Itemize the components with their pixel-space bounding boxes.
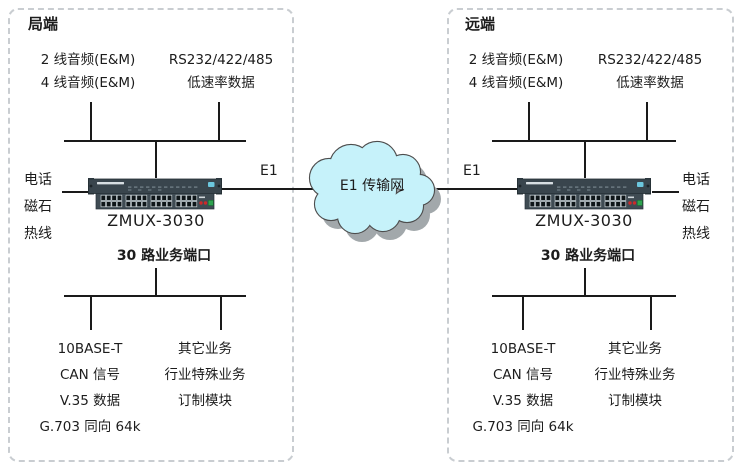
connector-line (584, 140, 586, 178)
green-connector-icon (637, 199, 643, 206)
connector-line (646, 102, 648, 140)
remote-data-group: 10BASE-T CAN 信号 V.35 数据 G.703 同向 64k (453, 336, 593, 440)
label-rs232: RS232/422/485 (597, 52, 703, 68)
label-custom-modules: 订制模块 (178, 393, 232, 409)
cloud-label: E1 传输网 (339, 178, 405, 194)
screw-icon (518, 184, 522, 188)
label-magneto: 磁石 (24, 199, 52, 215)
e1-label-remote: E1 (463, 163, 481, 179)
label-low-speed-data: 低速率数据 (616, 75, 684, 91)
local-data-group: 10BASE-T CAN 信号 V.35 数据 G.703 同向 64k (20, 336, 160, 440)
rj45-port-cluster (529, 194, 627, 208)
local-other-group: 其它业务 行业特殊业务 订制模块 (143, 336, 267, 414)
label-audio-4wire: 4 线音频(E&M) (468, 75, 564, 91)
connector-line (650, 295, 652, 330)
connector-line (220, 295, 222, 330)
ports-label-remote: 30 路业务端口 (540, 248, 636, 264)
label-can: CAN 信号 (59, 367, 121, 383)
panel-local-title: 局端 (28, 15, 59, 33)
panel-print (199, 196, 205, 199)
connector-line (584, 268, 586, 295)
led-red-icon (199, 201, 203, 205)
device-name-remote: ZMUX-3030 (535, 211, 633, 230)
connector-line (62, 191, 88, 193)
connector-line (64, 295, 246, 297)
ports-label-local: 30 路业务端口 (116, 248, 212, 264)
label-audio-4wire: 4 线音频(E&M) (40, 75, 136, 91)
panel-local (8, 8, 294, 462)
connector-line (155, 268, 157, 295)
brand-logo-icon (208, 182, 215, 187)
label-hotline: 热线 (24, 226, 52, 242)
connector-line (90, 102, 92, 140)
connector-line (218, 102, 220, 140)
e1-label-local: E1 (260, 163, 278, 179)
local-audio-group: 2 线音频(E&M) 4 线音频(E&M) (28, 49, 148, 95)
label-low-speed-data: 低速率数据 (187, 75, 255, 91)
remote-audio-group: 2 线音频(E&M) 4 线音频(E&M) (454, 49, 578, 95)
screw-icon (646, 184, 650, 188)
label-hotline: 热线 (682, 226, 710, 242)
connector-line (90, 295, 92, 330)
label-telephone: 电话 (682, 172, 710, 188)
screw-icon (89, 184, 93, 188)
label-g703: G.703 同向 64k (39, 419, 141, 435)
connector-line (492, 295, 676, 297)
local-serial-group: RS232/422/485 低速率数据 (158, 49, 284, 95)
remote-phone-group: 电话 磁石 热线 (682, 167, 710, 248)
e1-link-line (222, 188, 320, 190)
panel-print (97, 182, 124, 185)
label-audio-2wire: 2 线音频(E&M) (40, 52, 136, 68)
label-can: CAN 信号 (492, 367, 554, 383)
label-industry-services: 行业特殊业务 (164, 367, 246, 383)
green-connector-icon (208, 199, 214, 206)
label-other-services: 其它业务 (178, 341, 232, 357)
label-audio-2wire: 2 线音频(E&M) (468, 52, 564, 68)
remote-serial-group: RS232/422/485 低速率数据 (587, 49, 713, 95)
screw-icon (217, 184, 221, 188)
led-red-icon (632, 201, 637, 205)
e1-link-line (424, 188, 517, 190)
label-v35: V.35 数据 (492, 393, 554, 409)
led-red-icon (628, 201, 632, 205)
label-telephone: 电话 (24, 172, 52, 188)
device-name-local: ZMUX-3030 (107, 211, 205, 230)
led-red-icon (203, 201, 208, 205)
label-rs232: RS232/422/485 (168, 52, 274, 68)
remote-other-group: 其它业务 行业特殊业务 订制模块 (573, 336, 697, 414)
rack-front-panel (88, 178, 222, 194)
connector-line (522, 295, 524, 330)
label-other-services: 其它业务 (608, 341, 662, 357)
zmux-device-image (88, 178, 222, 210)
zmux-device-image (517, 178, 651, 210)
label-g703: G.703 同向 64k (472, 419, 574, 435)
label-industry-services: 行业特殊业务 (594, 367, 676, 383)
label-10base-t: 10BASE-T (490, 341, 556, 357)
panel-markings (128, 186, 198, 191)
brand-logo-icon (637, 182, 644, 187)
label-custom-modules: 订制模块 (608, 393, 662, 409)
panel-remote-title: 远端 (465, 15, 496, 33)
label-v35: V.35 数据 (59, 393, 121, 409)
panel-markings (557, 186, 627, 191)
rj45-port-cluster (100, 194, 198, 208)
label-magneto: 磁石 (682, 199, 710, 215)
connector-line (528, 102, 530, 140)
local-phone-group: 电话 磁石 热线 (24, 167, 52, 248)
connector-line (652, 191, 679, 193)
panel-remote (447, 8, 734, 462)
connector-line (155, 140, 157, 178)
label-10base-t: 10BASE-T (57, 341, 123, 357)
